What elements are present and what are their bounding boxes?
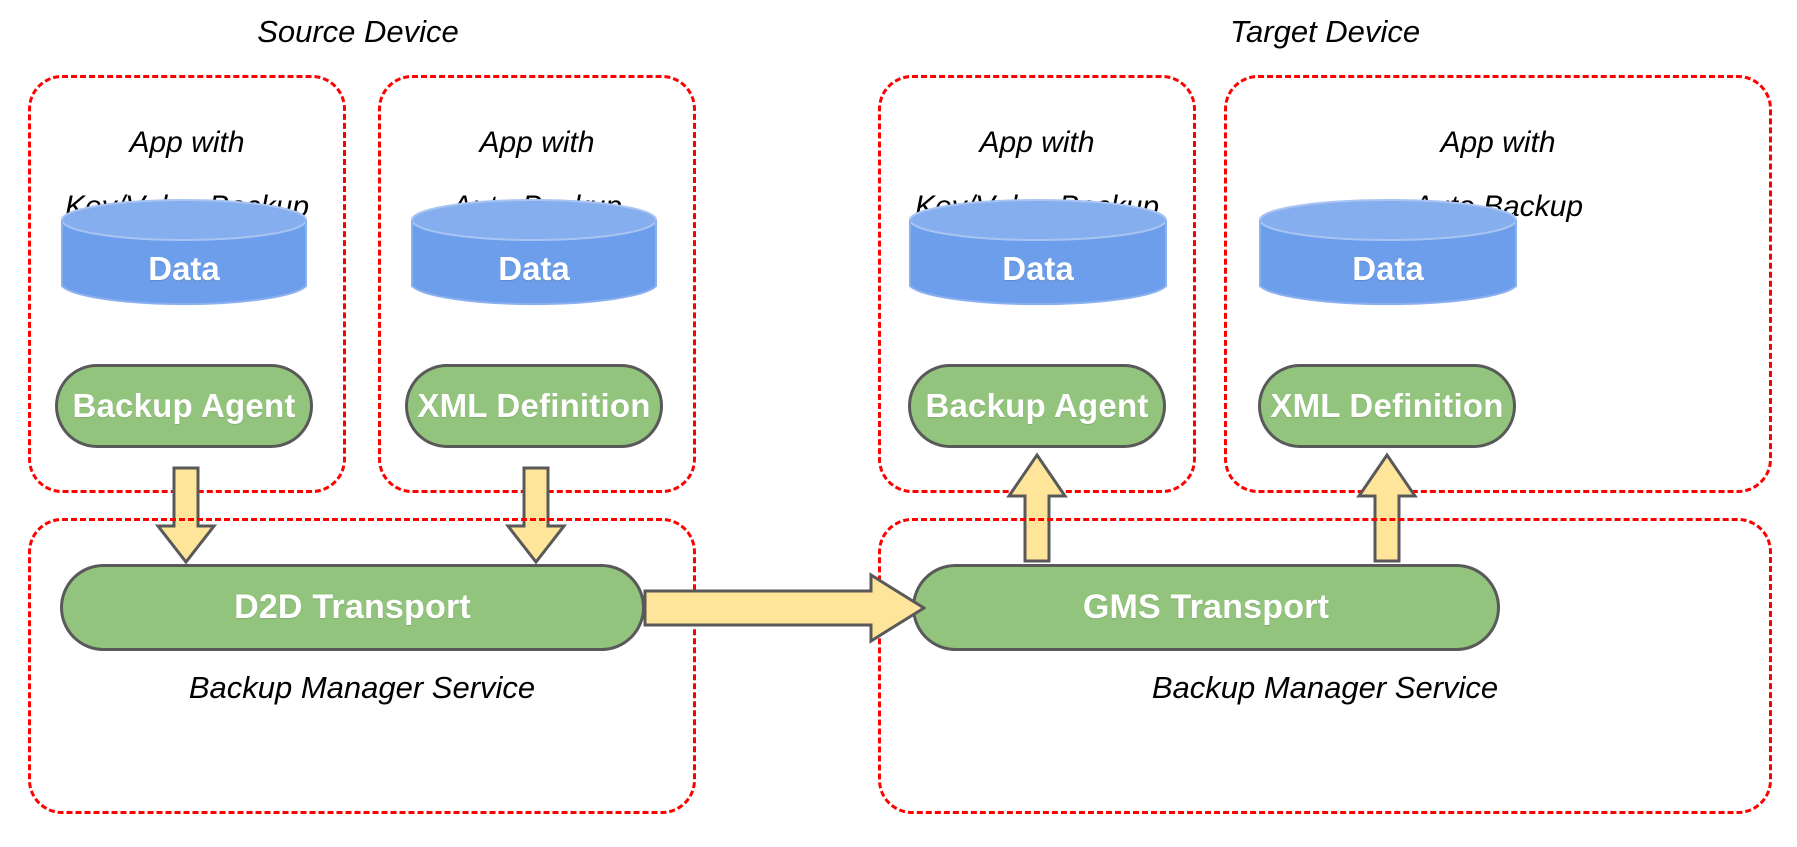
gms-transport-label: GMS Transport	[1082, 588, 1330, 626]
app-label-line1: App with	[479, 126, 595, 160]
source-backup-agent-label: Backup Agent	[72, 387, 296, 424]
target-app-keyvalue-data-label: Data	[1002, 250, 1074, 287]
target-xml-definition-label: XML Definition	[1270, 387, 1504, 424]
source-xml-definition-label: XML Definition	[417, 387, 651, 424]
target-backup-manager-service-container	[878, 518, 1772, 814]
source-app-keyvalue-data-cylinder: Data	[60, 198, 308, 308]
target-backup-agent-pill[interactable]: Backup Agent	[908, 364, 1166, 448]
target-backup-agent-label: Backup Agent	[925, 387, 1149, 424]
target-xml-definition-pill[interactable]: XML Definition	[1258, 364, 1516, 448]
app-label-line1: App with	[129, 126, 245, 160]
target-backup-agent-up-arrow	[1006, 452, 1068, 564]
source-app-auto-data-cylinder: Data	[410, 198, 658, 308]
target-xml-definition-up-arrow	[1356, 452, 1418, 564]
source-backup-manager-service-label: Backup Manager Service	[188, 670, 536, 705]
target-backup-manager-service-label: Backup Manager Service	[1151, 670, 1499, 705]
source-backup-agent-down-arrow	[155, 466, 217, 564]
target-device-title: Target Device	[1229, 14, 1421, 49]
source-xml-definition-down-arrow	[505, 466, 567, 564]
source-xml-definition-pill[interactable]: XML Definition	[405, 364, 663, 448]
target-app-auto-data-label: Data	[1352, 250, 1424, 287]
d2d-transport-label: D2D Transport	[234, 588, 471, 626]
d2d-transport-pill[interactable]: D2D Transport	[60, 564, 645, 651]
source-app-auto-data-label: Data	[498, 250, 570, 287]
d2d-to-gms-transport-arrow	[643, 572, 926, 644]
target-app-auto-data-cylinder: Data	[1258, 198, 1518, 308]
target-app-keyvalue-data-cylinder: Data	[908, 198, 1168, 308]
target-app-auto-container	[1224, 75, 1772, 493]
source-app-keyvalue-data-label: Data	[148, 250, 220, 287]
app-label-line1: App with	[979, 126, 1095, 160]
app-label-line1: App with	[1440, 126, 1556, 160]
source-device-title: Source Device	[257, 14, 459, 49]
source-backup-manager-service-container	[28, 518, 696, 814]
gms-transport-pill[interactable]: GMS Transport	[912, 564, 1500, 651]
source-backup-agent-pill[interactable]: Backup Agent	[55, 364, 313, 448]
